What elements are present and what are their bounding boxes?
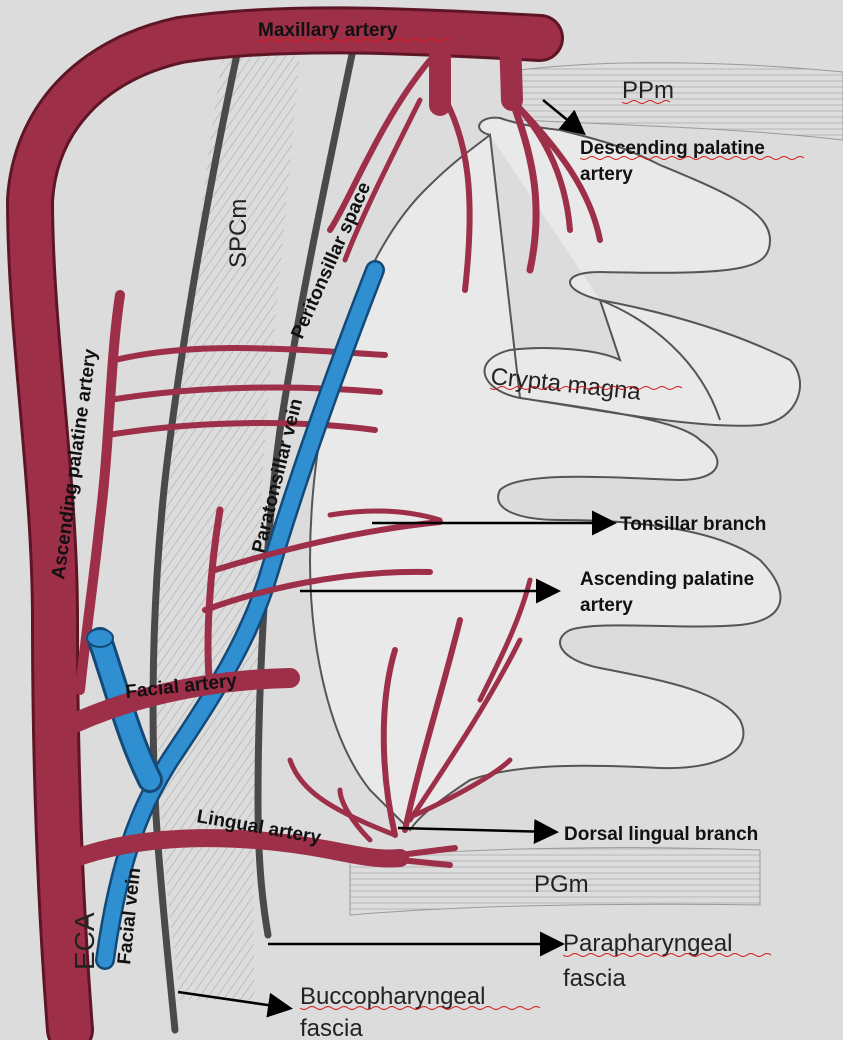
label-tonsillar-branch: Tonsillar branch — [620, 514, 766, 535]
label-ppm: PPm — [622, 77, 674, 104]
label-maxillary-artery: Maxillary artery — [258, 20, 398, 41]
facial-vein-cut-end — [87, 629, 113, 647]
maxillary-stub-2 — [510, 38, 512, 100]
label-ascending-palatine-line2: artery — [580, 595, 633, 616]
label-descending-palatine-line2: artery — [580, 164, 633, 185]
label-descending-palatine-line1: Descending palatine — [580, 138, 765, 159]
label-dorsal-lingual-branch: Dorsal lingual branch — [564, 824, 758, 845]
label-buccopharyngeal-fascia-line1: Buccopharyngeal — [300, 983, 485, 1010]
label-ascending-palatine-line1: Ascending palatine — [580, 569, 754, 590]
label-pgm: PGm — [534, 871, 589, 898]
label-parapharyngeal-fascia-line1: Parapharyngeal — [563, 930, 732, 957]
label-parapharyngeal-fascia-line2: fascia — [563, 965, 626, 992]
label-buccopharyngeal-fascia-line2: fascia — [300, 1015, 363, 1040]
label-spcm: SPCm — [225, 199, 252, 268]
label-eca: ECA — [69, 912, 100, 970]
